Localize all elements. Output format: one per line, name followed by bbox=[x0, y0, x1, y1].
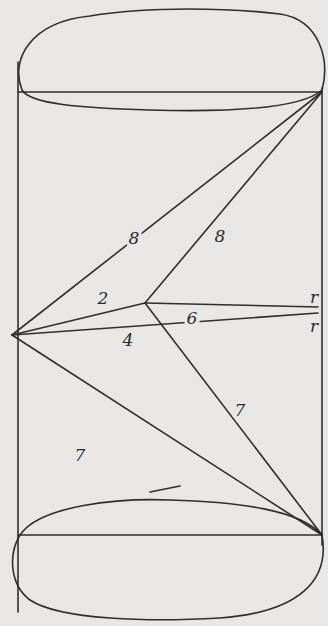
segment-label: 8 bbox=[127, 230, 142, 247]
segment bbox=[145, 303, 322, 535]
segment-label: 7 bbox=[73, 447, 88, 464]
bottom-diameter bbox=[18, 534, 322, 536]
top-diameter bbox=[18, 91, 322, 93]
segment bbox=[145, 303, 318, 307]
segment-label: 6 bbox=[185, 310, 200, 327]
top-ellipse bbox=[19, 9, 325, 111]
segment bbox=[12, 92, 322, 335]
segment bbox=[12, 335, 322, 535]
right-edge bbox=[321, 88, 323, 545]
bottom-ellipse bbox=[13, 500, 324, 620]
segment-label: 2 bbox=[96, 290, 111, 307]
segment-label: 4 bbox=[121, 332, 136, 349]
segment-label: r bbox=[308, 289, 320, 306]
segment-label: 8 bbox=[213, 228, 228, 245]
stray-mark bbox=[150, 486, 180, 492]
segment-label: 7 bbox=[233, 402, 248, 419]
left-edge bbox=[17, 62, 19, 612]
segment bbox=[145, 92, 322, 303]
segment-label: r bbox=[308, 318, 320, 335]
segment bbox=[12, 313, 318, 335]
